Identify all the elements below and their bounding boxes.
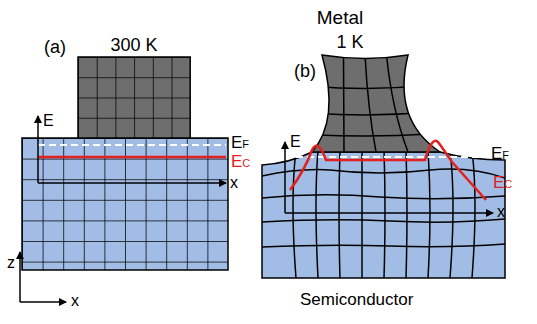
metal-b xyxy=(300,55,440,152)
axis-label: x xyxy=(71,293,79,309)
temperature-label: 1 K xyxy=(336,33,363,51)
x-axis-a xyxy=(38,182,226,184)
axis-label: x xyxy=(230,175,238,191)
band-label: EC xyxy=(231,153,250,170)
semiconductor-b xyxy=(262,150,505,278)
band-label: EF xyxy=(491,145,509,162)
band-label: EF xyxy=(231,134,249,151)
axis-label: E xyxy=(43,113,54,129)
conduction-band-a xyxy=(38,156,226,159)
panel-label: (a) xyxy=(44,38,66,56)
z-axis xyxy=(19,252,21,302)
axis-label: z xyxy=(7,255,15,271)
fermi-level-b xyxy=(285,156,486,158)
energy-axis-a xyxy=(37,116,39,183)
material-label: Semiconductor xyxy=(300,291,413,308)
axis-label: x xyxy=(497,204,505,220)
x-axis-b xyxy=(285,212,493,214)
material-label: Metal xyxy=(317,8,363,27)
temperature-label: 300 K xyxy=(110,36,157,54)
energy-axis-b xyxy=(284,142,286,213)
fermi-level-a xyxy=(38,144,226,146)
axis-label: E xyxy=(290,134,301,150)
x-axis xyxy=(20,301,66,303)
metal-a xyxy=(78,57,190,138)
semiconductor-a xyxy=(22,138,228,270)
panel-label: (b) xyxy=(294,62,316,80)
conduction-band-b xyxy=(290,141,486,200)
band-label: EC xyxy=(493,174,512,191)
